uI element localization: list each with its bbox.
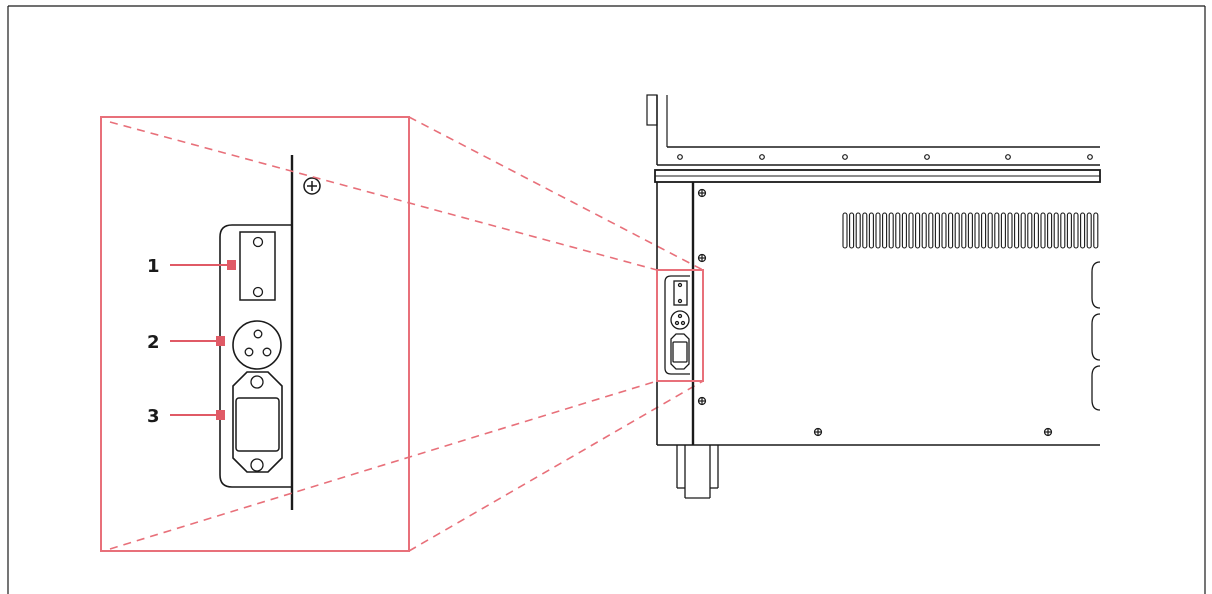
caster-wheel xyxy=(676,445,719,499)
vent-slot xyxy=(868,212,874,249)
vent-slot xyxy=(1014,212,1020,249)
vent-slot xyxy=(994,212,1000,249)
vent-slot xyxy=(1060,212,1066,249)
vent-slot xyxy=(954,212,960,249)
device-connector-panel xyxy=(664,275,690,375)
vent-slot xyxy=(974,212,980,249)
vent-slot xyxy=(1093,212,1099,249)
screw-head-icon xyxy=(303,177,321,195)
zoom-projection-lines xyxy=(109,116,704,552)
vent-slot xyxy=(1007,212,1013,249)
vent-slot xyxy=(1047,212,1053,249)
vent-slot xyxy=(901,212,907,249)
ventilation-slots xyxy=(842,212,1099,249)
vent-slot xyxy=(882,212,888,249)
vent-slot xyxy=(1086,212,1092,249)
page-border xyxy=(7,5,1206,594)
vent-slot xyxy=(961,212,967,249)
callout-number: 2 xyxy=(147,332,160,353)
vent-slot xyxy=(855,212,861,249)
callout-3: 3 xyxy=(147,406,225,427)
vent-slot xyxy=(888,212,894,249)
vent-slot xyxy=(1066,212,1072,249)
vent-slot xyxy=(1033,212,1039,249)
body-screws xyxy=(697,188,1053,437)
connector-plate xyxy=(219,224,292,488)
detail-zoom-view: 1 2 3 xyxy=(100,116,410,552)
device-side-view xyxy=(646,94,1101,499)
vent-slot xyxy=(1080,212,1086,249)
vent-slot xyxy=(862,212,868,249)
vent-slot xyxy=(908,212,914,249)
iec-power-inlet-icon xyxy=(232,371,283,473)
vent-slot xyxy=(921,212,927,249)
callout-number: 3 xyxy=(147,406,160,427)
vent-slot xyxy=(1073,212,1079,249)
vent-slot xyxy=(1000,212,1006,249)
vent-slot xyxy=(1040,212,1046,249)
vent-slot xyxy=(1027,212,1033,249)
vent-slot xyxy=(981,212,987,249)
callout-2: 2 xyxy=(147,332,225,353)
vent-slot xyxy=(849,212,855,249)
vent-slot xyxy=(934,212,940,249)
handle-cutouts xyxy=(1091,261,1101,411)
vent-slot xyxy=(915,212,921,249)
vent-slot xyxy=(987,212,993,249)
vent-slot xyxy=(895,212,901,249)
lid-screws xyxy=(677,154,1093,160)
vent-slot xyxy=(941,212,947,249)
connector-1-icon xyxy=(239,231,276,301)
vent-slot xyxy=(967,212,973,249)
zoom-box-border xyxy=(100,116,410,552)
vent-slot xyxy=(1020,212,1026,249)
vent-slot xyxy=(842,212,848,249)
device-highlight-box xyxy=(656,269,704,382)
callout-1: 1 xyxy=(147,256,236,277)
vent-slot xyxy=(875,212,881,249)
vent-slot xyxy=(928,212,934,249)
xlr-connector-icon xyxy=(232,320,282,370)
callout-number: 1 xyxy=(147,256,160,277)
vent-slot xyxy=(948,212,954,249)
vent-slot xyxy=(1053,212,1059,249)
